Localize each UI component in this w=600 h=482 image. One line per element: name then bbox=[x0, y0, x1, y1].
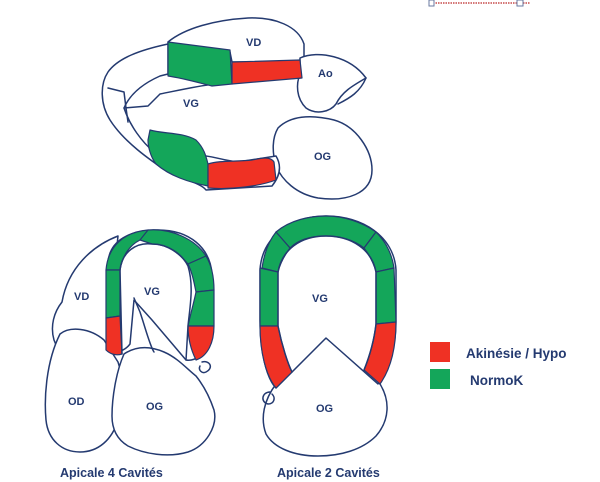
legend-swatch-green bbox=[430, 369, 450, 389]
label-od-a4c: OD bbox=[68, 396, 85, 408]
parasternal-long-axis-view: VD Ao VG OG bbox=[101, 17, 373, 200]
caption-apical-2: Apicale 2 Cavités bbox=[277, 466, 380, 480]
segment-septum-mid-red bbox=[231, 59, 303, 85]
label-vd-top: VD bbox=[246, 37, 261, 49]
slider-artifact bbox=[428, 0, 530, 7]
label-og-a4c: OG bbox=[146, 401, 163, 413]
apical-2-chambers-view: VG OG Apicale 2 Cavités bbox=[259, 215, 397, 480]
a4c-septum-mid-green bbox=[105, 269, 121, 319]
od-chamber-a4c bbox=[44, 328, 124, 453]
label-og-a2c: OG bbox=[316, 403, 333, 415]
a4c-septum-basal-red bbox=[105, 315, 123, 356]
segment-septum-basal-green bbox=[167, 41, 233, 87]
label-og-top: OG bbox=[314, 151, 331, 163]
label-vg-a2c: VG bbox=[312, 293, 328, 305]
label-vd-a4c: VD bbox=[74, 291, 89, 303]
legend-swatch-red bbox=[430, 342, 450, 362]
caption-apical-4: Apicale 4 Cavités bbox=[60, 466, 163, 480]
label-ao: Ao bbox=[318, 68, 333, 80]
vd-chamber-top bbox=[167, 17, 305, 63]
og-chamber-a4c bbox=[111, 347, 216, 456]
a2c-right-mid-green bbox=[375, 267, 397, 325]
a2c-left-mid-green bbox=[259, 267, 279, 327]
aorta-shape bbox=[296, 53, 367, 113]
label-vg-a4c: VG bbox=[144, 286, 160, 298]
legend-label-akinesie: Akinésie / Hypo bbox=[466, 346, 567, 361]
label-vg-top: VG bbox=[183, 98, 199, 110]
segment-inferolateral-red bbox=[207, 157, 277, 190]
a4c-lateral-basal-red bbox=[187, 325, 215, 361]
apical-4-chambers-view: VD VG OD OG Apicale 4 Cavités bbox=[44, 229, 216, 480]
legend-label-normok: NormoK bbox=[470, 373, 523, 388]
segment-inferolateral-green bbox=[147, 129, 209, 187]
legend: Akinésie / Hypo NormoK bbox=[430, 342, 567, 389]
